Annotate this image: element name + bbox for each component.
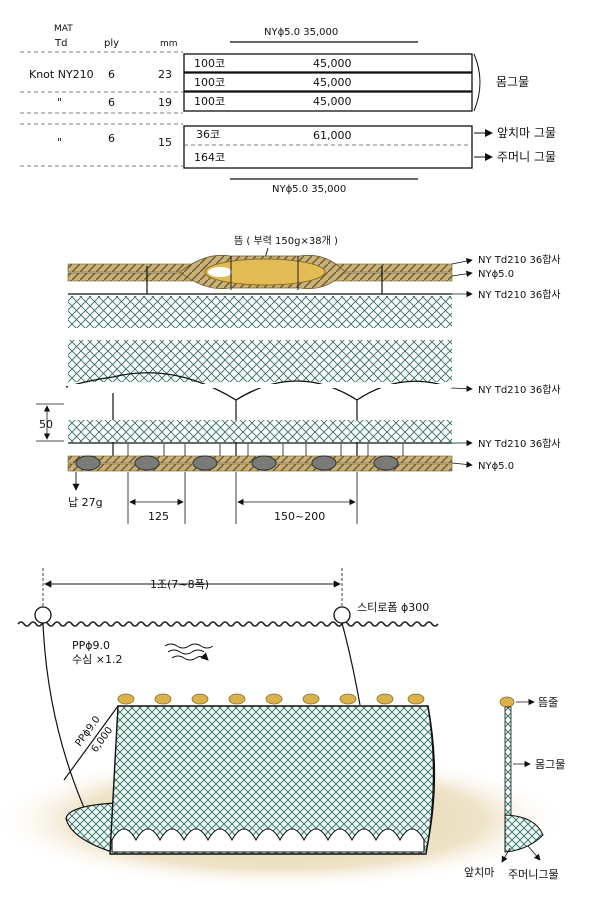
right-labels: NY Td210 36합사 NYϕ5.0 NY Td210 36합사 NY Td…	[451, 254, 561, 472]
label-lead-rope: NYϕ5.0	[478, 461, 514, 472]
row3-mm: 15	[158, 136, 172, 149]
net-cell-4	[183, 125, 473, 169]
cell2-meshes: 100코	[194, 76, 225, 89]
header-mm: mm	[160, 39, 178, 49]
net-cell-3	[183, 91, 473, 112]
sinker	[251, 455, 277, 471]
pocket-net-left	[65, 802, 119, 853]
label-net-1: NY Td210 36합사	[478, 289, 561, 301]
slant-rope	[63, 705, 119, 781]
sinker	[75, 455, 101, 471]
side-pocket	[504, 814, 544, 853]
buoy-line-right	[341, 622, 361, 706]
float-highlight	[208, 267, 232, 277]
cell2-length: 45,000	[313, 76, 352, 89]
label-net-2: NY Td210 36합사	[478, 384, 561, 396]
deployment-illustration: 1조(7~8폭) 스티로폼 ϕ300 PPϕ9.0 수심 ×1.2 PPϕ9.0…	[0, 568, 570, 890]
sinker	[134, 455, 160, 471]
sinker-label: 납 27g	[68, 496, 103, 509]
side-leader	[527, 845, 541, 861]
sinkers	[75, 455, 399, 471]
side-label-pocket: 주머니그물	[508, 868, 559, 881]
net-cell-1	[183, 53, 473, 73]
label-net-3: NY Td210 36합사	[478, 438, 561, 450]
header-ply: ply	[104, 38, 119, 49]
floats-row	[117, 693, 425, 705]
bottom-skirt-arches	[111, 828, 425, 853]
net-cell-2	[183, 72, 473, 92]
side-float	[499, 696, 515, 708]
cross-section: 뜸 ( 부력 150g×38개 ) 50	[36, 235, 561, 524]
row2-ply: 6	[108, 96, 115, 109]
cell3-length: 45,000	[313, 95, 352, 108]
cell1-length: 45,000	[313, 57, 352, 70]
label-head-twine: NY Td210 36합사	[478, 254, 561, 266]
bottom-rope-label: NYϕ5.0 35,000	[272, 184, 346, 195]
sinker	[373, 455, 399, 471]
dim-50-label: 50	[39, 418, 53, 431]
net-strip-1	[68, 296, 452, 328]
buoy-right	[333, 606, 351, 624]
row1-mm: 23	[158, 68, 172, 81]
cell4-meshes: 36코	[196, 128, 220, 141]
row3-knot: "	[57, 136, 62, 149]
float-label: 뜸 ( 부력 150g×38개 )	[234, 235, 338, 247]
side-profile: 뜸줄 몸그물 앞치마 주머니그물	[464, 696, 565, 881]
label-front-skirt: 앞치마 그물	[497, 126, 556, 140]
row2-knot: "	[57, 96, 62, 109]
buoy-left	[34, 606, 52, 624]
buoy-label: 스티로폼 ϕ300	[357, 601, 429, 614]
top-rope-label: NYϕ5.0 35,000	[264, 27, 338, 38]
net-side-curve	[425, 705, 436, 853]
sinker-ties	[127, 444, 404, 456]
sinker	[311, 455, 337, 471]
cell3-meshes: 100코	[194, 95, 225, 108]
cell4-length: 61,000	[313, 129, 352, 142]
water-surface	[17, 621, 439, 627]
net-strip-2	[68, 340, 452, 382]
spec-table: MAT Td ply mm NYϕ5.0 35,000 Knot NY210 6…	[20, 24, 556, 195]
dim-125-label: 125	[148, 510, 169, 523]
label-head-rope: NYϕ5.0	[478, 269, 514, 280]
body-net-bracket	[473, 53, 481, 112]
rope-label-1: PPϕ9.0	[72, 639, 110, 652]
label-pocket: 주머니 그물	[497, 150, 556, 164]
side-leader	[501, 847, 511, 863]
header-mat: MAT	[54, 24, 73, 34]
row1-knot: Knot NY210	[29, 68, 94, 81]
header-td: Td	[54, 38, 67, 49]
side-net	[504, 706, 512, 818]
label-body-net: 몸그물	[496, 75, 529, 89]
span-label: 1조(7~8폭)	[150, 578, 209, 591]
side-label-front-skirt: 앞치마	[464, 866, 494, 879]
current-arrow-icon	[164, 643, 214, 661]
dim-150-200-label: 150~200	[274, 510, 325, 523]
cell1-meshes: 100코	[194, 57, 225, 70]
net-strip-skirt	[68, 384, 452, 388]
side-label-body-net: 몸그물	[535, 758, 565, 771]
float-body	[204, 258, 326, 286]
sinker	[192, 455, 218, 471]
rope-label-2: 수심 ×1.2	[72, 653, 122, 666]
cell5-meshes: 164코	[194, 151, 225, 164]
row1-ply: 6	[108, 68, 115, 81]
side-label-float-line: 뜸줄	[538, 696, 558, 709]
row2-mm: 19	[158, 96, 172, 109]
row3-ply: 6	[108, 132, 115, 145]
net-strip-3	[68, 420, 452, 442]
